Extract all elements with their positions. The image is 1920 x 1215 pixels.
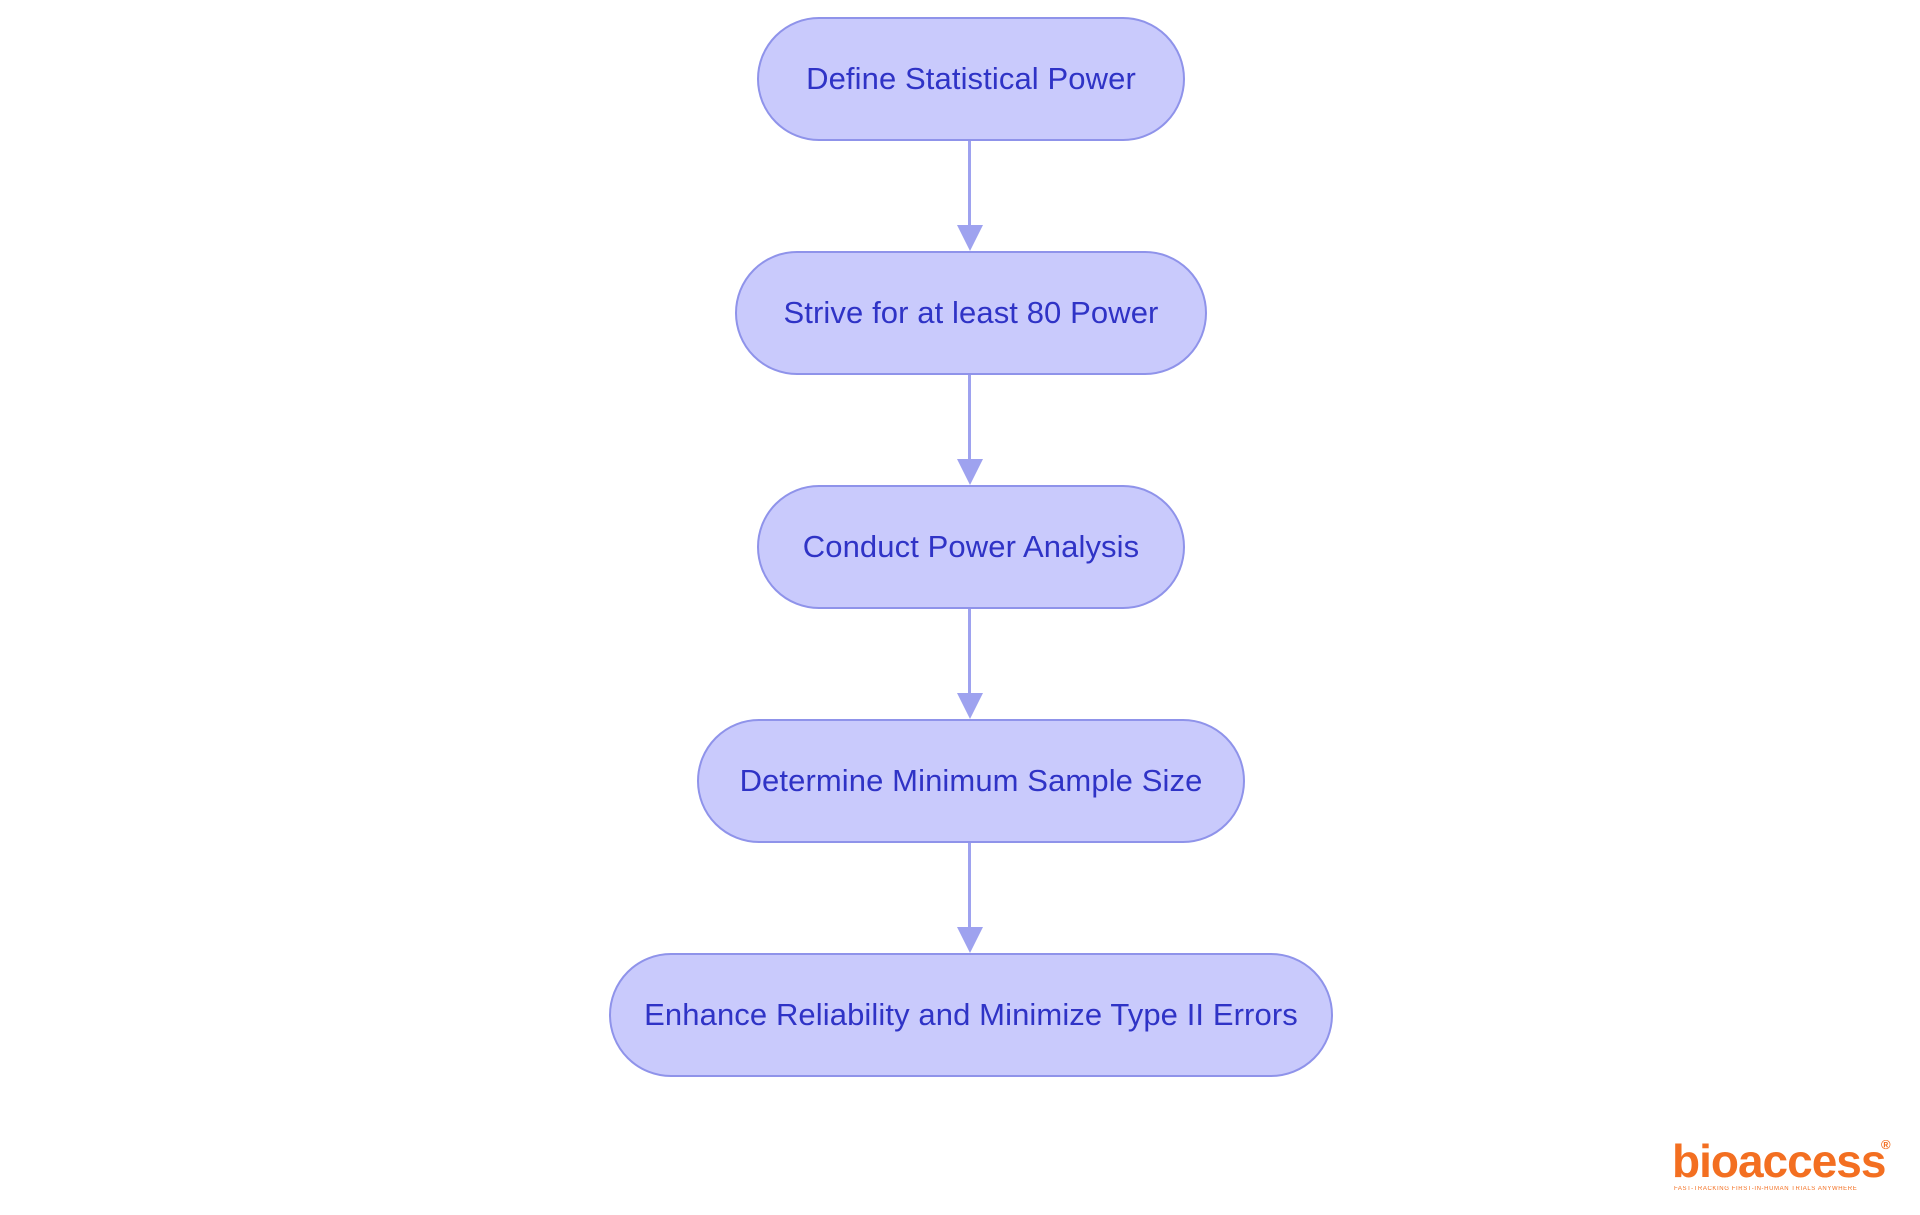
- logo-tagline: FAST-TRACKING FIRST-IN-HUMAN TRIALS ANYW…: [1674, 1186, 1858, 1192]
- node-strive-80-power: Strive for at least 80 Power: [735, 251, 1207, 375]
- arrowhead-icon: [957, 225, 983, 251]
- registered-mark-icon: ®: [1881, 1137, 1891, 1152]
- node-determine-minimum-sample-size: Determine Minimum Sample Size: [697, 719, 1245, 843]
- arrowhead-icon: [957, 927, 983, 953]
- node-conduct-power-analysis: Conduct Power Analysis: [757, 485, 1185, 609]
- arrowhead-icon: [957, 693, 983, 719]
- node-label: Determine Minimum Sample Size: [739, 763, 1203, 798]
- connector-line: [968, 375, 971, 459]
- bioaccess-logo: bioaccess ® FAST-TRACKING FIRST-IN-HUMAN…: [1672, 1135, 1891, 1194]
- logo-text: bioaccess: [1672, 1135, 1886, 1187]
- node-define-statistical-power: Define Statistical Power: [757, 17, 1185, 141]
- node-label: Strive for at least 80 Power: [783, 295, 1159, 330]
- connector-line: [968, 141, 971, 225]
- connector-line: [968, 843, 971, 927]
- arrowhead-icon: [957, 459, 983, 485]
- connector-line: [968, 609, 971, 693]
- node-label: Conduct Power Analysis: [802, 529, 1140, 564]
- node-enhance-reliability: Enhance Reliability and Minimize Type II…: [609, 953, 1333, 1077]
- node-label: Define Statistical Power: [806, 61, 1136, 96]
- node-label: Enhance Reliability and Minimize Type II…: [644, 997, 1298, 1032]
